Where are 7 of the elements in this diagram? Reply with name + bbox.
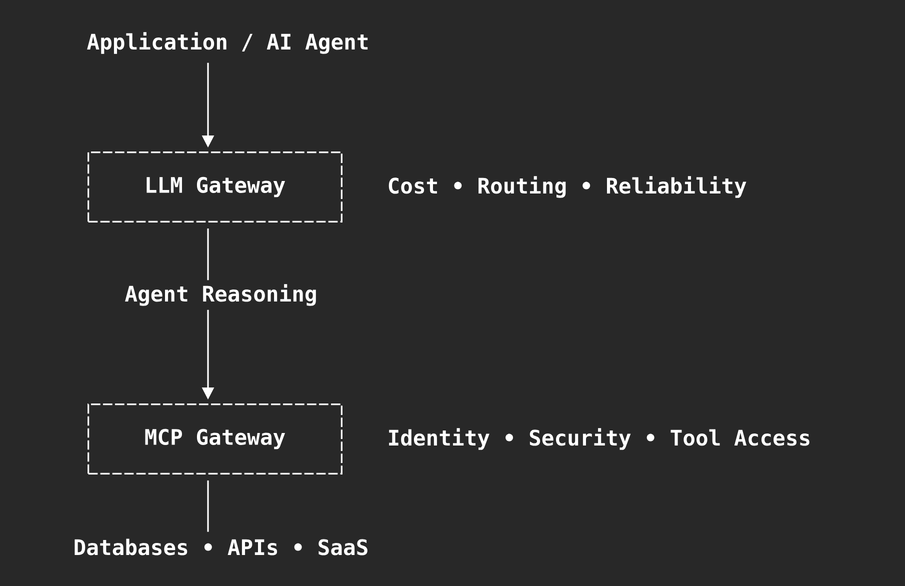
node-text: Databases • APIs • SaaS	[74, 538, 368, 556]
edge-label: Agent Reasoning	[120, 280, 322, 310]
feature-list: Cost • Routing • Reliability	[388, 176, 746, 198]
feature-list: Identity • Security • Tool Access	[389, 428, 810, 450]
node-text: Application / AI Agent	[87, 32, 368, 54]
gateway-box: LLM Gateway	[88, 152, 342, 222]
gateway-box: MCP Gateway	[88, 404, 342, 474]
